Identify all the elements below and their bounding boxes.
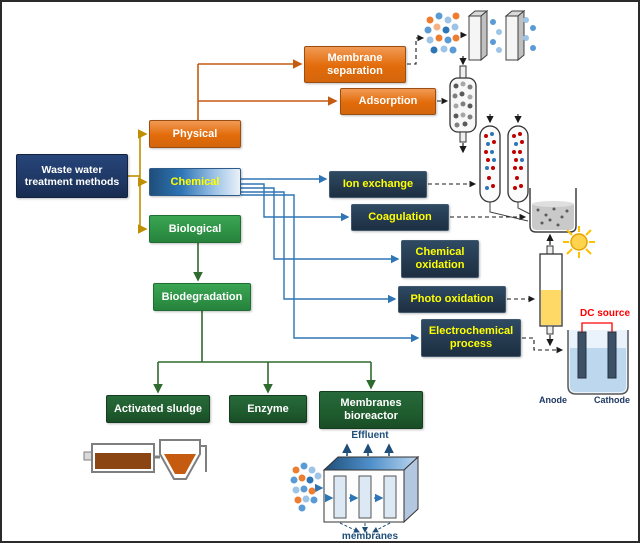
floc-particles bbox=[536, 207, 569, 227]
illustration-membrane-plates bbox=[424, 9, 536, 62]
node-biological: Biological bbox=[149, 215, 241, 243]
dc-wires bbox=[581, 322, 613, 332]
membrane-slab bbox=[383, 475, 397, 519]
effluent-label: Effluent bbox=[351, 430, 389, 441]
adsorbent-particles bbox=[452, 81, 473, 128]
node-photo-oxidation: Photo oxidation bbox=[398, 286, 506, 313]
cathode-label: Cathode bbox=[594, 395, 630, 405]
node-coagulation: Coagulation bbox=[351, 204, 449, 231]
influent-particles bbox=[290, 462, 322, 512]
node-waste-water-treatment-methods: Waste water treatment methods bbox=[16, 154, 128, 198]
node-activated-sludge: Activated sludge bbox=[106, 395, 210, 423]
sun-icon bbox=[563, 226, 595, 258]
illustration-photo-oxidation-column bbox=[539, 226, 595, 347]
illustration-membrane-bioreactor bbox=[290, 443, 420, 533]
node-electrochemical-process: Electrochemical process bbox=[421, 319, 521, 357]
node-ion-exchange: Ion exchange bbox=[329, 171, 427, 198]
illustration-ion-exchange-columns bbox=[479, 114, 531, 222]
connector-chemical-methods bbox=[241, 174, 420, 343]
node-physical: Physical bbox=[149, 120, 241, 148]
membranes-label: membranes bbox=[341, 531, 399, 542]
anode-label: Anode bbox=[539, 395, 567, 405]
connector-root-branches bbox=[128, 129, 148, 234]
illustration-coagulation-beaker bbox=[529, 188, 577, 233]
illustration-activated-sludge bbox=[83, 439, 207, 480]
node-membrane-separation: Membrane separation bbox=[304, 46, 406, 83]
effluent-arrows bbox=[342, 443, 394, 456]
connector-physical-methods bbox=[197, 59, 338, 120]
dashed-illustration-links bbox=[407, 31, 564, 354]
flow-arrows bbox=[315, 483, 384, 503]
dc-source-label: DC source bbox=[579, 308, 630, 319]
illustration-adsorption-column bbox=[449, 56, 477, 154]
node-adsorption: Adsorption bbox=[340, 88, 436, 115]
node-enzyme: Enzyme bbox=[229, 395, 307, 423]
node-biodegradation: Biodegradation bbox=[153, 283, 251, 311]
node-chemical-oxidation: Chemical oxidation bbox=[401, 240, 479, 278]
connector-biological-methods bbox=[153, 243, 376, 394]
membrane-slab bbox=[358, 475, 372, 519]
membranes-pointer-lines bbox=[339, 522, 391, 533]
resin-beads bbox=[484, 132, 524, 190]
membrane-slab bbox=[333, 475, 347, 519]
node-membranes-bioreactor: Membranes bioreactor bbox=[319, 391, 423, 429]
illustration-electrochemical-cell bbox=[567, 322, 629, 395]
feed-particles bbox=[424, 12, 460, 54]
node-chemical: Chemical bbox=[149, 168, 241, 196]
